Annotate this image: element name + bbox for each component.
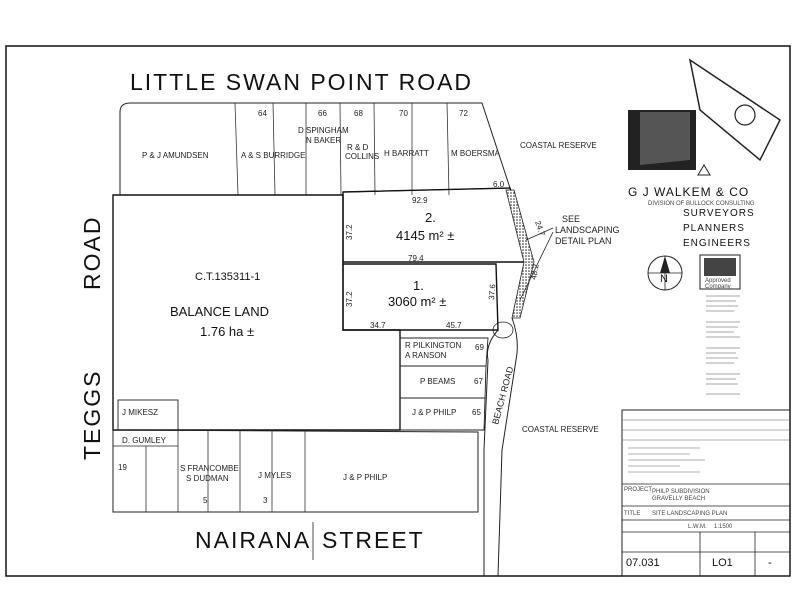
tb-drawn: L.W.M. [688, 524, 707, 530]
lot-myles-label: J MYLES [258, 471, 291, 480]
tb-scale: 1:1500 [714, 524, 733, 530]
lot-1-number: 1. [413, 278, 424, 293]
lot-beams-label: P BEAMS [420, 377, 455, 386]
tb-project-2: GRAVELLY BEACH [652, 496, 705, 502]
south-lots-outline [112, 429, 479, 513]
firm-surveyors: SURVEYORS [683, 208, 755, 219]
lot-pilkington-1: R PILKINGTON [405, 341, 462, 350]
lot-2-area: 4145 m² ± [396, 228, 454, 243]
tb-drawing-title: SITE LANDSCAPING PLAN [652, 511, 727, 517]
lot-myles-number: 3 [263, 496, 268, 505]
firm-logo [628, 58, 781, 176]
title-block [621, 409, 791, 577]
firm-planners: PLANNERS [683, 223, 745, 234]
landscaping-note-3: DETAIL PLAN [555, 236, 612, 246]
lot-spingham-2: N BAKER [306, 136, 341, 145]
balance-title-ref: C.T.135311-1 [195, 271, 260, 283]
lot-divider [373, 102, 376, 196]
dim-45-7: 45.7 [446, 321, 462, 330]
dim-79-4: 79.4 [408, 254, 424, 263]
lot-divider [446, 102, 450, 196]
lot-burridge-number: 64 [258, 109, 267, 118]
coastal-reserve-north: COASTAL RESERVE [520, 141, 597, 150]
dim-37-6: 37.6 [487, 283, 497, 300]
lot-gumley-label: D. GUMLEY [122, 436, 167, 445]
north-arrow-letter: N [660, 273, 668, 285]
lot-barratt-number: 70 [399, 109, 408, 118]
lot-1-area: 3060 m² ± [388, 294, 446, 309]
lot-spingham-number: 66 [318, 109, 327, 118]
note-leader [519, 231, 554, 301]
dim-24-7: 24.7 [533, 220, 547, 238]
dim-37-2-lot1: 37.2 [345, 291, 354, 307]
lot-collins-number: 68 [354, 109, 363, 118]
lot-francombe-1: S FRANCOMBE [180, 464, 239, 473]
firm-name: G J WALKEM & CO [628, 185, 749, 199]
lot-collins-2: COLLINS [345, 152, 379, 161]
lot-amundsen: P & J AMUNDSEN [142, 151, 209, 160]
dim-92-9: 92.9 [412, 196, 428, 205]
lot-19-number: 19 [118, 463, 127, 472]
lot-divider [234, 102, 239, 196]
firm-division: DIVISION OF BULLOCK CONSULTING [648, 201, 755, 207]
firm-engineers: ENGINEERS [683, 238, 751, 249]
lot-philp-east-label: J & P PHILP [412, 408, 456, 417]
lot-mikesz-label: J MIKESZ [122, 408, 158, 417]
north-lots-outline [119, 102, 511, 195]
sheet-border [5, 45, 791, 577]
tb-project-label: PROJECT [624, 487, 652, 493]
balance-land-name: BALANCE LAND [170, 304, 269, 319]
road-west-label-1: TEGGS [79, 369, 105, 460]
tb-job-number: 07.031 [626, 557, 660, 569]
lot-philp-south-label: J & P PHILP [343, 473, 387, 482]
lot-2-number: 2. [425, 210, 436, 225]
accreditation-line-1: Approved [705, 278, 731, 284]
lot-francombe-2: S DUDMAN [186, 474, 229, 483]
lot-spingham-1: D SPINGHAM [298, 126, 349, 135]
lot-collins-1: R & D [347, 143, 369, 152]
lot-boersma: M BOERSMA [451, 149, 501, 158]
beach-road-east-edge [497, 317, 518, 577]
road-turnaround [492, 321, 514, 339]
lot-beams-number: 67 [474, 377, 483, 386]
road-beach-label: BEACH ROAD [490, 365, 515, 426]
road-north-label: LITTLE SWAN POINT ROAD [130, 69, 473, 95]
lot-divider [339, 102, 342, 196]
lot-burridge: A & S BURRIDGE [241, 151, 305, 160]
lot-divider [272, 102, 276, 196]
beach-road-west-edge [483, 329, 499, 576]
lot-philp-east [399, 397, 486, 431]
lot-philp-east-number: 65 [472, 408, 481, 417]
landscaping-note-1: SEE [562, 214, 580, 224]
balance-land-area: 1.76 ha ± [200, 324, 254, 339]
accreditation-line-2: Company [705, 284, 731, 290]
note-leader [525, 227, 554, 241]
coastal-reserve-south: COASTAL RESERVE [522, 425, 599, 434]
landscaping-note-2: LANDSCAPING [555, 225, 620, 235]
road-west-label-2: ROAD [79, 216, 105, 290]
dim-6-0: 6.0 [493, 180, 505, 189]
landscaping-strip [505, 189, 535, 319]
dim-37-2-lot2: 37.2 [345, 224, 354, 240]
dim-48-2: 48.2 [529, 263, 541, 280]
dim-34-7: 34.7 [370, 321, 386, 330]
north-arrow-icon [647, 255, 683, 291]
office-details [706, 295, 740, 395]
accreditation-badge-icon [699, 254, 741, 290]
road-south-label-2: STREET [322, 527, 425, 553]
tb-revision: - [768, 557, 772, 569]
lot-2-boundary [342, 187, 533, 263]
tb-drawing-label: TITLE [624, 511, 640, 517]
road-south-label-1: NAIRANA [195, 527, 311, 553]
tb-sheet: LO1 [712, 557, 733, 569]
lot-barratt: H BARRATT [384, 149, 429, 158]
lot-pilkington-number: 69 [475, 343, 484, 352]
lot-pilkington-2: A RANSON [405, 351, 447, 360]
lot-boersma-number: 72 [459, 109, 468, 118]
tb-project-1: PHILP SUBDIVISION [652, 489, 710, 495]
lot-francombe-number: 5 [203, 496, 208, 505]
